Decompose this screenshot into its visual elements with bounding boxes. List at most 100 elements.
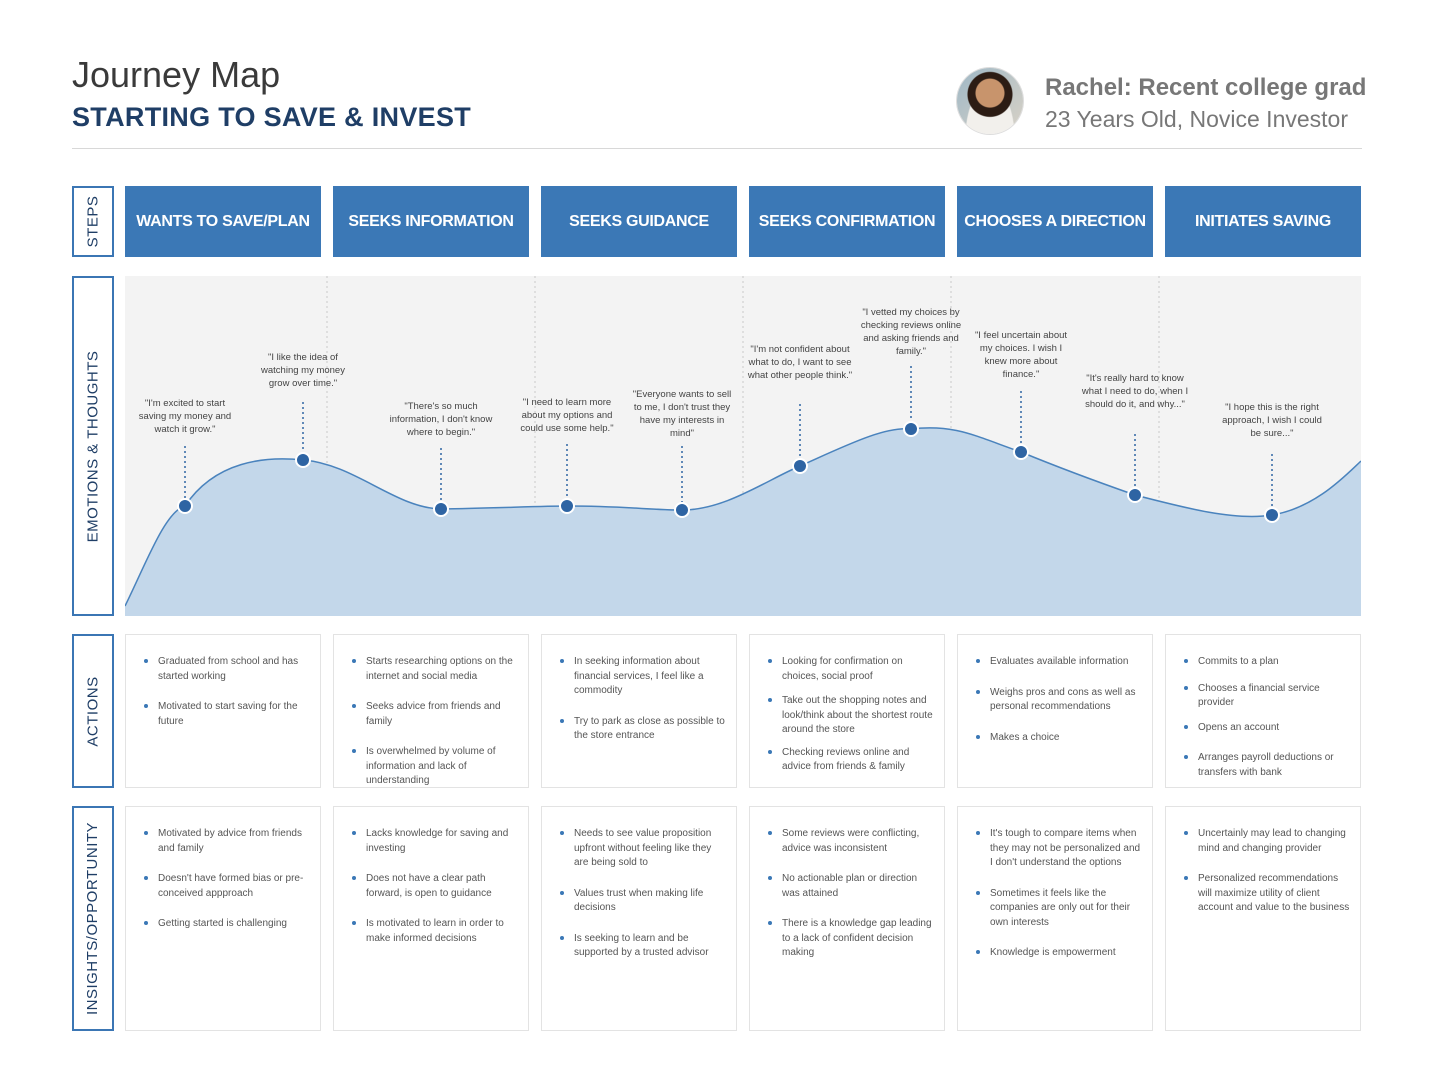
row-label-insights: INSIGHTS/OPPORTUNITY — [72, 806, 114, 1031]
action-item: Evaluates available information — [990, 653, 1142, 670]
insights-card: Uncertainly may lead to changing mind an… — [1165, 806, 1361, 1031]
actions-list: In seeking information about financial s… — [560, 653, 726, 744]
emotion-quote: "I'm excited to start saving my money an… — [138, 398, 232, 435]
insight-item: Lacks knowledge for saving and investing — [366, 825, 518, 856]
insight-item: Some reviews were conflicting, advice wa… — [782, 825, 934, 856]
emotion-area — [125, 427, 1361, 616]
row-label-steps-text: STEPS — [84, 195, 102, 248]
actions-list: Starts researching options on the intern… — [352, 653, 518, 789]
row-label-steps: STEPS — [72, 186, 114, 257]
action-item: Looking for confirmation on choices, soc… — [782, 653, 934, 684]
action-item: Makes a choice — [990, 729, 1142, 746]
emotion-markers — [177, 366, 1280, 523]
insight-item: Is seeking to learn and be supported by … — [574, 930, 726, 961]
actions-list: Commits to a plan Chooses a financial se… — [1184, 653, 1350, 780]
insight-item: It's tough to compare items when they ma… — [990, 825, 1142, 871]
insight-item: Is motivated to learn in order to make i… — [366, 915, 518, 946]
step-seeks-confirmation: SEEKS CONFIRMATION — [749, 186, 945, 257]
action-item: Is overwhelmed by volume of information … — [366, 743, 518, 789]
row-label-emotions-text: EMOTIONS & THOUGHTS — [84, 350, 102, 542]
emotion-point — [792, 404, 808, 474]
persona-description: 23 Years Old, Novice Investor — [1045, 106, 1348, 132]
actions-card: Starts researching options on the intern… — [333, 634, 529, 788]
action-item: Opens an account — [1198, 719, 1350, 736]
page-title: Journey Map — [72, 54, 281, 95]
row-label-actions-text: ACTIONS — [84, 675, 102, 747]
emotion-point — [1013, 391, 1029, 460]
action-item: Take out the shopping notes and look/thi… — [782, 692, 934, 738]
emotion-line — [125, 427, 1361, 607]
emotion-point — [295, 402, 311, 468]
actions-list: Graduated from school and has started wo… — [144, 653, 310, 729]
action-item: Checking reviews online and advice from … — [782, 744, 934, 775]
emotion-quote: "It's really hard to know what I need to… — [1081, 373, 1189, 410]
insight-item: Sometimes it feels like the companies ar… — [990, 885, 1142, 931]
insights-list: Some reviews were conflicting, advice wa… — [768, 825, 934, 961]
emotion-quote: "Everyone wants to sell to me, I don't t… — [632, 389, 732, 439]
emotion-point — [903, 366, 919, 437]
insights-card: Some reviews were conflicting, advice wa… — [749, 806, 945, 1031]
step-seeks-information: SEEKS INFORMATION — [333, 186, 529, 257]
header-divider — [72, 148, 1362, 149]
emotion-quote: "I need to learn more about my options a… — [520, 397, 614, 434]
action-item: Try to park as close as possible to the … — [574, 713, 726, 744]
step-wants-to-save: WANTS TO SAVE/PLAN — [125, 186, 321, 257]
action-item: Graduated from school and has started wo… — [158, 653, 310, 684]
actions-card: In seeking information about financial s… — [541, 634, 737, 788]
emotion-quote: "I feel uncertain about my choices. I wi… — [974, 330, 1068, 380]
page-subtitle: STARTING TO SAVE & INVEST — [72, 102, 472, 132]
persona-avatar — [957, 68, 1023, 134]
step-chooses-direction: CHOOSES A DIRECTION — [957, 186, 1153, 257]
action-item: Weighs pros and cons as well as personal… — [990, 684, 1142, 715]
insight-item: No actionable plan or direction was atta… — [782, 870, 934, 901]
insights-list: Motivated by advice from friends and fam… — [144, 825, 310, 932]
action-item: Motivated to start saving for the future — [158, 698, 310, 729]
insights-list: Needs to see value proposition upfront w… — [560, 825, 726, 961]
row-label-emotions: EMOTIONS & THOUGHTS — [72, 276, 114, 616]
emotion-point — [674, 446, 690, 518]
actions-list: Looking for confirmation on choices, soc… — [768, 653, 934, 775]
emotion-point — [1127, 434, 1143, 503]
emotion-point — [177, 446, 193, 514]
action-item: Commits to a plan — [1198, 653, 1350, 670]
emotion-point — [433, 448, 449, 517]
insight-item: Motivated by advice from friends and fam… — [158, 825, 310, 856]
insights-card: Needs to see value proposition upfront w… — [541, 806, 737, 1031]
emotion-quote: "I like the idea of watching my money gr… — [261, 352, 345, 389]
insight-item: Knowledge is empowerment — [990, 944, 1142, 961]
actions-card: Looking for confirmation on choices, soc… — [749, 634, 945, 788]
row-label-actions: ACTIONS — [72, 634, 114, 788]
insights-list: Uncertainly may lead to changing mind an… — [1184, 825, 1350, 916]
step-initiates-saving: INITIATES SAVING — [1165, 186, 1361, 257]
action-item: Arranges payroll deductions or transfers… — [1198, 749, 1350, 780]
insights-card: Motivated by advice from friends and fam… — [125, 806, 321, 1031]
emotion-curve-chart — [125, 276, 1361, 616]
action-item: Seeks advice from friends and family — [366, 698, 518, 729]
insight-item: Values trust when making life decisions — [574, 885, 726, 916]
emotion-point — [559, 444, 575, 514]
emotion-quote: "There's so much information, I don't kn… — [389, 401, 493, 438]
insight-item: Doesn't have formed bias or pre-conceive… — [158, 870, 310, 901]
insight-item: There is a knowledge gap leading to a la… — [782, 915, 934, 961]
step-seeks-guidance: SEEKS GUIDANCE — [541, 186, 737, 257]
persona-name: Rachel: Recent college grad — [1045, 74, 1367, 101]
insight-item: Needs to see value proposition upfront w… — [574, 825, 726, 871]
emotion-quote: "I hope this is the right approach, I wi… — [1222, 402, 1322, 439]
insights-list: Lacks knowledge for saving and investing… — [352, 825, 518, 946]
actions-card: Graduated from school and has started wo… — [125, 634, 321, 788]
emotion-quote: "I'm not confident about what to do, I w… — [747, 344, 853, 381]
action-item: Chooses a financial service provider — [1198, 680, 1350, 711]
insight-item: Personalized recommendations will maximi… — [1198, 870, 1350, 916]
emotion-quote: "I vetted my choices by checking reviews… — [860, 307, 962, 357]
actions-card: Commits to a plan Chooses a financial se… — [1165, 634, 1361, 788]
action-item: In seeking information about financial s… — [574, 653, 726, 699]
emotion-point — [1264, 454, 1280, 523]
insights-card: Lacks knowledge for saving and investing… — [333, 806, 529, 1031]
emotions-panel: "I'm excited to start saving my money an… — [125, 276, 1361, 616]
insight-item: Uncertainly may lead to changing mind an… — [1198, 825, 1350, 856]
actions-card: Evaluates available information Weighs p… — [957, 634, 1153, 788]
insights-card: It's tough to compare items when they ma… — [957, 806, 1153, 1031]
insights-list: It's tough to compare items when they ma… — [976, 825, 1142, 961]
insight-item: Getting started is challenging — [158, 915, 310, 932]
action-item: Starts researching options on the intern… — [366, 653, 518, 684]
